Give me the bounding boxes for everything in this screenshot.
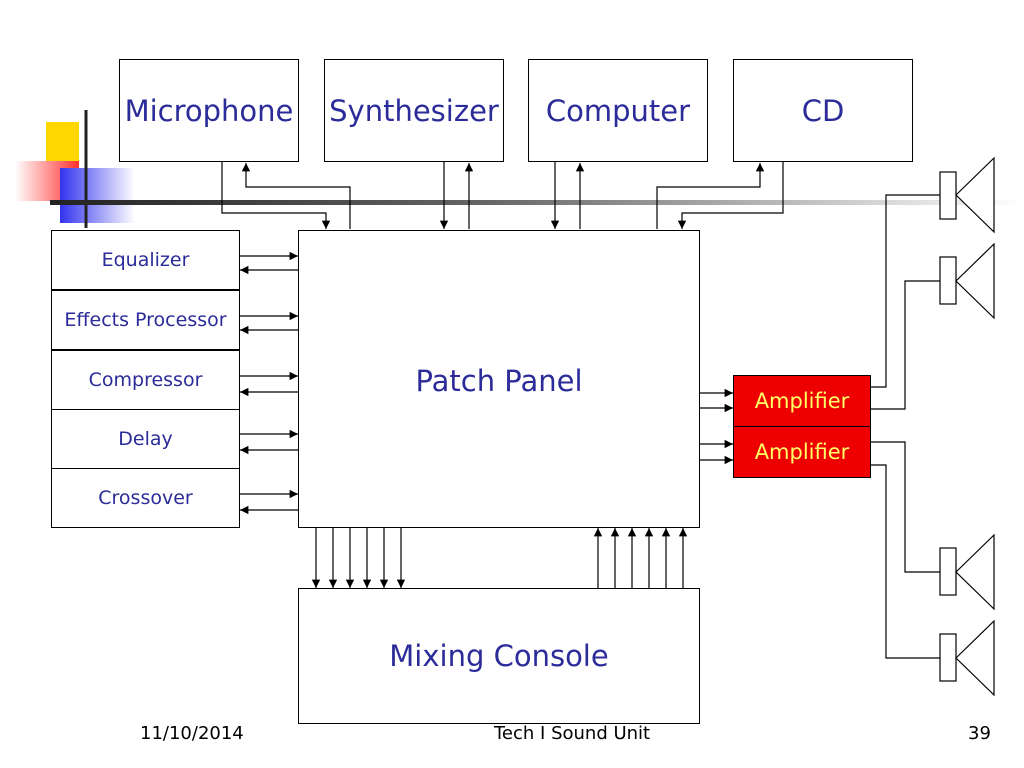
mixing-console: Mixing Console	[298, 588, 700, 724]
processor-compressor: Compressor	[51, 350, 240, 410]
signal-arrow	[871, 464, 940, 659]
processor-crossover: Crossover	[51, 468, 240, 528]
signal-arrow	[871, 280, 940, 410]
amplifier-label: Amplifier	[754, 389, 850, 413]
wire-microphone-in	[221, 162, 331, 229]
source-label: Computer	[545, 93, 691, 128]
speaker-icon-3	[939, 533, 995, 611]
processor-label: Effects Processor	[64, 309, 227, 331]
processor-equalizer: Equalizer	[51, 230, 240, 290]
processor-label: Delay	[118, 428, 173, 450]
source-computer: Computer	[528, 59, 708, 162]
amplifier-label: Amplifier	[754, 440, 850, 464]
source-label: Microphone	[124, 93, 294, 128]
amplifier-1: Amplifier	[733, 375, 871, 427]
wire-cd-out	[656, 163, 765, 229]
source-cd: CD	[733, 59, 913, 162]
speaker-icon-4	[939, 619, 995, 697]
footer-page-number: 39	[968, 723, 991, 744]
source-microphone: Microphone	[119, 59, 299, 162]
signal-arrow	[871, 441, 940, 573]
deco-yellow-square	[46, 122, 79, 163]
processor-label: Compressor	[88, 369, 203, 391]
footer-title: Tech I Sound Unit	[494, 723, 651, 744]
deco-blue-square	[60, 168, 135, 223]
mixing-console-label: Mixing Console	[389, 639, 609, 673]
amplifier-2: Amplifier	[733, 426, 871, 478]
deco-horizontal-line	[50, 200, 1024, 205]
patch-panel: Patch Panel	[298, 230, 700, 528]
signal-arrow	[871, 194, 940, 388]
wire-cd-in	[677, 162, 784, 229]
speaker-icon-1	[939, 156, 995, 234]
speaker-icon-2	[939, 242, 995, 320]
processor-delay: Delay	[51, 409, 240, 469]
patch-panel-label: Patch Panel	[415, 364, 583, 398]
footer-date: 11/10/2014	[140, 723, 244, 744]
processor-label: Crossover	[98, 487, 193, 509]
speaker-icons	[939, 156, 995, 697]
source-synthesizer: Synthesizer	[324, 59, 504, 162]
source-label: Synthesizer	[329, 93, 499, 128]
source-label: CD	[801, 93, 845, 128]
processor-effects: Effects Processor	[51, 290, 240, 350]
processor-label: Equalizer	[101, 249, 190, 271]
wire-microphone-out	[241, 163, 351, 229]
